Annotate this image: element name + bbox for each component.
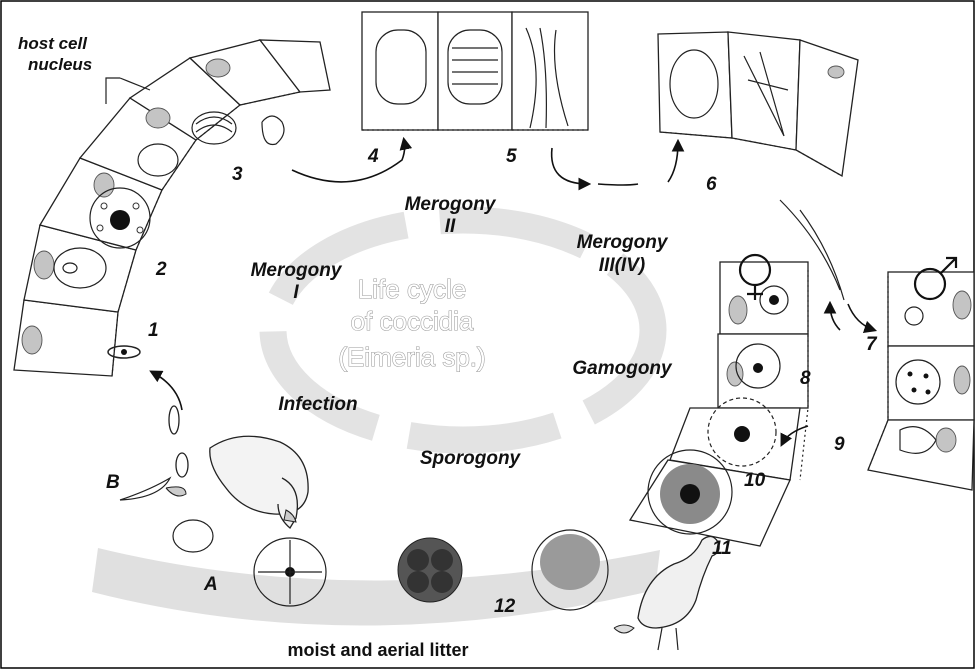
stage-3: 3 xyxy=(232,164,243,185)
phase-sporogony: Sporogony xyxy=(420,448,522,469)
title-line-3: (Eimeria sp.) xyxy=(338,342,485,372)
host-label-line-1: host cell xyxy=(18,34,88,53)
phase-merogony-ii-line-2: II xyxy=(445,216,456,237)
stage-12: 12 xyxy=(494,596,516,617)
phase-merogony-i-line-1: Merogony xyxy=(251,260,343,281)
stage-6: 6 xyxy=(706,174,717,195)
stage-4: 4 xyxy=(367,146,379,167)
phase-infection: Infection xyxy=(278,394,357,415)
litter-label: moist and aerial litter xyxy=(287,640,468,660)
phase-gamogony: Gamogony xyxy=(572,358,673,379)
phase-merogony-iii-line-2: III(IV) xyxy=(599,255,645,276)
stage-5: 5 xyxy=(506,146,517,167)
title-block: Life cycle of coccidia (Eimeria sp.) xyxy=(338,274,485,372)
top-epithelium xyxy=(362,12,588,130)
stage-9: 9 xyxy=(834,434,845,455)
stage-8: 8 xyxy=(800,368,811,389)
title-line-2: of coccidia xyxy=(351,306,474,336)
phase-merogony-i-line-2: I xyxy=(293,282,299,303)
host-label-line-2: nucleus xyxy=(28,55,92,74)
title-line-1: Life cycle xyxy=(358,274,466,304)
stage-1: 1 xyxy=(148,320,159,341)
stage-10: 10 xyxy=(744,470,766,491)
letter-a: A xyxy=(203,574,218,595)
stage-7: 7 xyxy=(866,334,878,355)
phase-merogony-ii-line-1: Merogony xyxy=(405,194,497,215)
letter-b: B xyxy=(106,472,120,493)
phase-merogony-iii-line-1: Merogony xyxy=(577,232,669,253)
stage-2: 2 xyxy=(155,259,167,280)
stage-11: 11 xyxy=(712,538,732,559)
